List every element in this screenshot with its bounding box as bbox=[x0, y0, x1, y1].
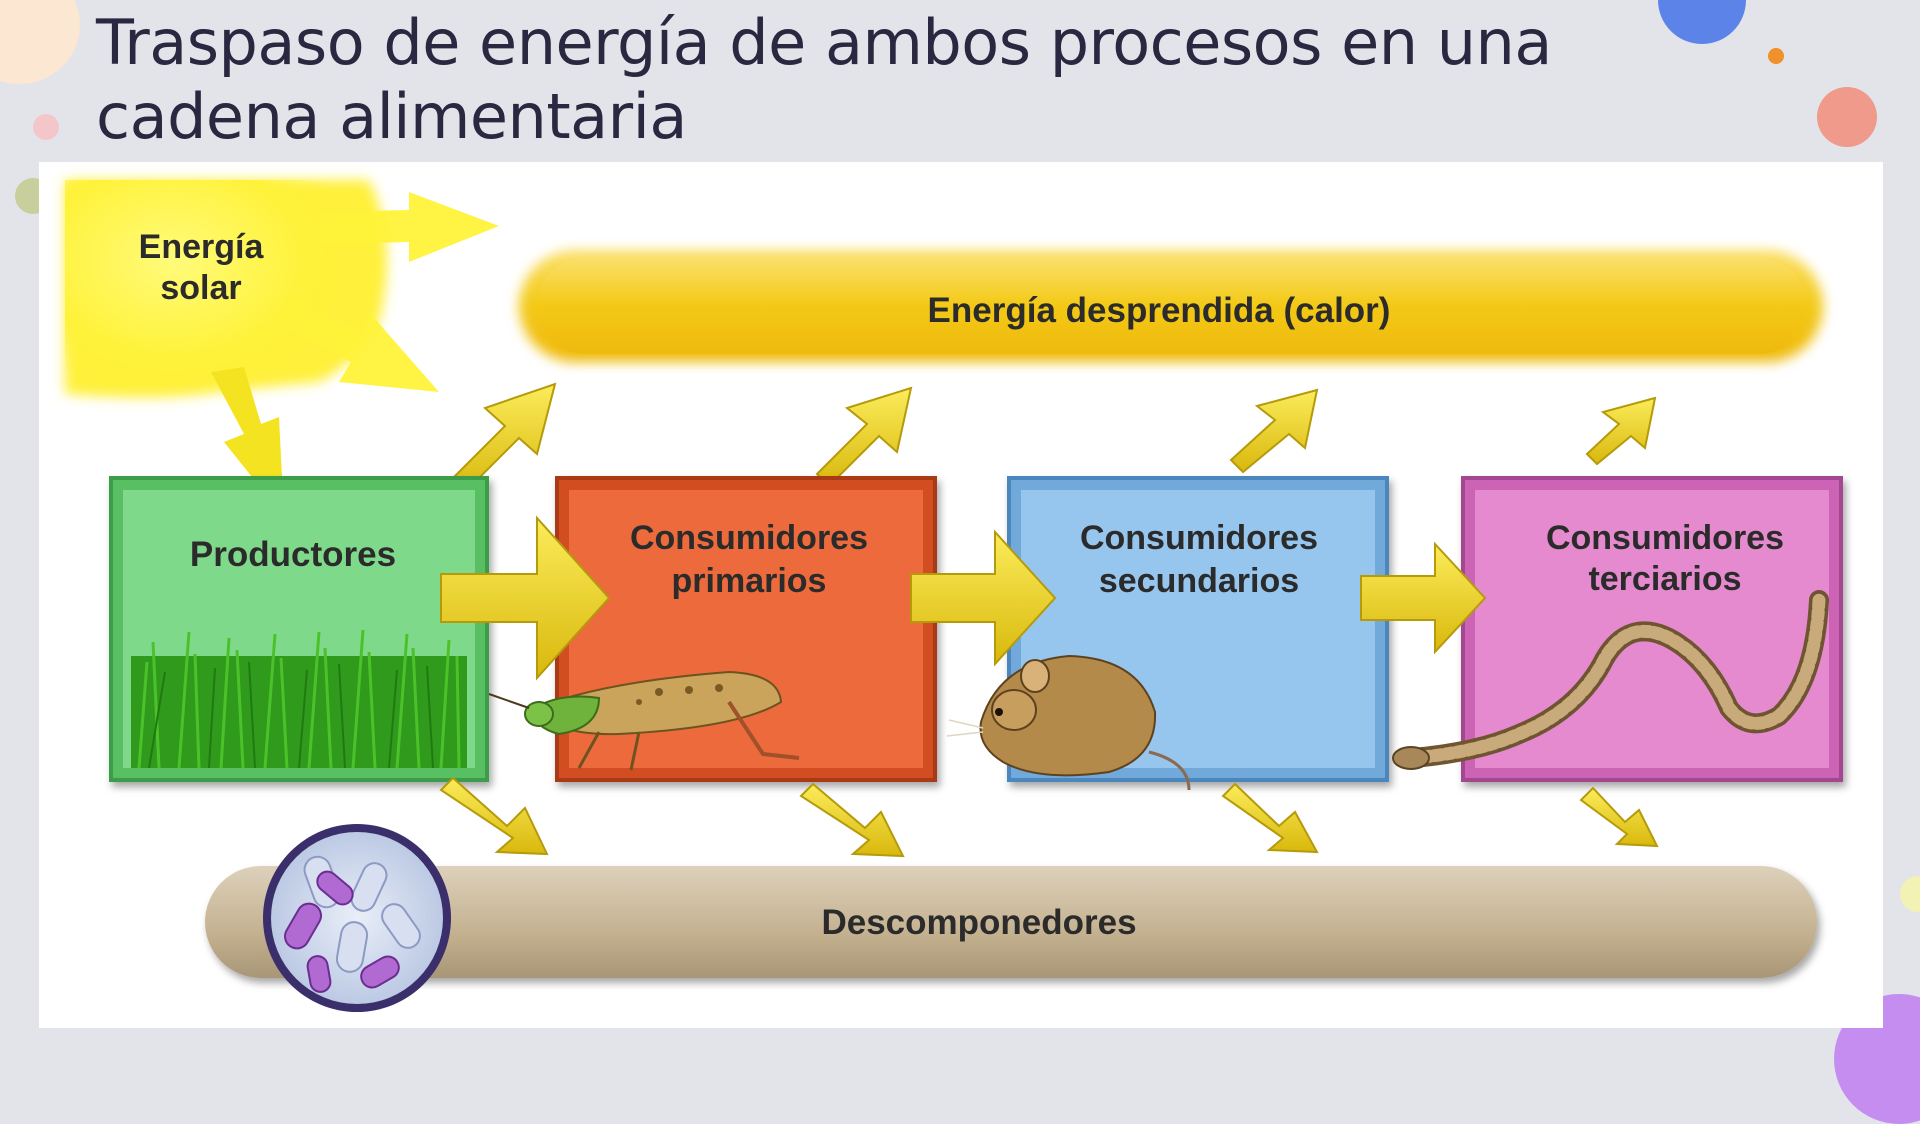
sun bbox=[65, 180, 499, 517]
decor-dot-peach bbox=[0, 0, 80, 84]
decomposers-bar bbox=[205, 866, 1817, 978]
tertiary-consumers-label-line1: Consumidores bbox=[1546, 519, 1784, 557]
grass bbox=[131, 629, 467, 769]
decor-dot-pink bbox=[33, 114, 59, 140]
primary-consumers-label-line2: primarios bbox=[672, 562, 827, 600]
microorganisms-image bbox=[263, 824, 451, 1012]
decor-dot-blue bbox=[1658, 0, 1746, 44]
food-chain-diagram: Energía solar Energía desprendida (calor… bbox=[65, 180, 1843, 1012]
flow-arrow-3 bbox=[1360, 541, 1487, 655]
sun-label-line1: Energía bbox=[139, 228, 265, 266]
heat-arrow-4 bbox=[1585, 396, 1657, 466]
secondary-consumers-label-line2: secundarios bbox=[1099, 562, 1299, 600]
waste-arrow-1 bbox=[439, 776, 549, 856]
primary-consumers-label-line1: Consumidores bbox=[630, 519, 868, 557]
decor-dot-salmon bbox=[1817, 87, 1877, 147]
decor-dot-lemon bbox=[1900, 876, 1920, 912]
heat-arrow-3 bbox=[1229, 388, 1319, 474]
heat-label: Energía desprendida (calor) bbox=[928, 291, 1391, 330]
sun-label-line2: solar bbox=[160, 269, 241, 307]
waste-arrow-2 bbox=[799, 782, 905, 858]
snake-image bbox=[1392, 590, 1829, 770]
producers-label: Productores bbox=[190, 535, 396, 574]
sun-ray-arrow-2 bbox=[279, 297, 439, 392]
mouse-image bbox=[946, 654, 1191, 791]
slide-title: Traspaso de energía de ambos procesos en… bbox=[96, 6, 1552, 153]
waste-arrow-4 bbox=[1579, 786, 1659, 848]
waste-arrow-3 bbox=[1221, 782, 1319, 854]
decomposers-label: Descomponedores bbox=[821, 903, 1136, 942]
tertiary-consumers-label-line2: terciarios bbox=[1588, 560, 1741, 598]
flow-arrow-1 bbox=[440, 515, 611, 681]
decor-dot-orange bbox=[1768, 48, 1784, 64]
diagram-panel: Energía solar Energía desprendida (calor… bbox=[39, 162, 1883, 1028]
flow-arrow-2 bbox=[910, 529, 1057, 667]
grasshopper-image bbox=[488, 670, 800, 771]
heat-arrow-2 bbox=[815, 386, 913, 488]
secondary-consumers-label-line1: Consumidores bbox=[1080, 519, 1318, 557]
sun-ray-arrow-1 bbox=[319, 192, 499, 262]
